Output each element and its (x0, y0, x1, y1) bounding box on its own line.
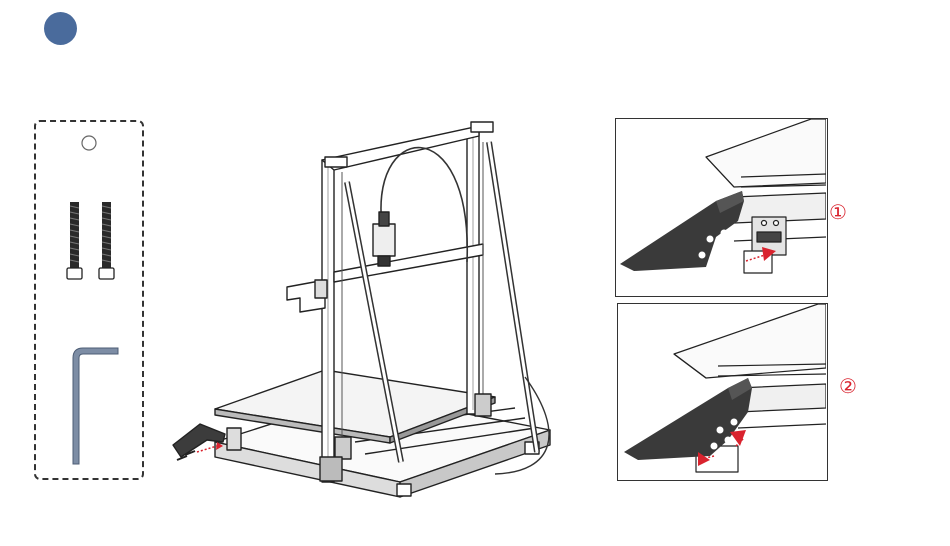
detail-view-1 (615, 118, 828, 297)
callout-label-1: ① (829, 202, 847, 222)
step-number-badge (44, 12, 77, 45)
bracket-detail-illustration (616, 119, 826, 295)
allen-key-icon (73, 348, 118, 464)
detail-view-2 (617, 303, 828, 481)
parts-illustration (36, 122, 142, 478)
bracket-detail-illustration (618, 304, 826, 479)
screw-icon (99, 202, 114, 279)
printer-illustration (165, 112, 585, 507)
parts-panel (34, 120, 144, 480)
support-bracket (620, 191, 744, 271)
callout-label-2: ② (839, 376, 857, 396)
screw-icon (67, 202, 82, 279)
washer-icon (82, 136, 96, 150)
